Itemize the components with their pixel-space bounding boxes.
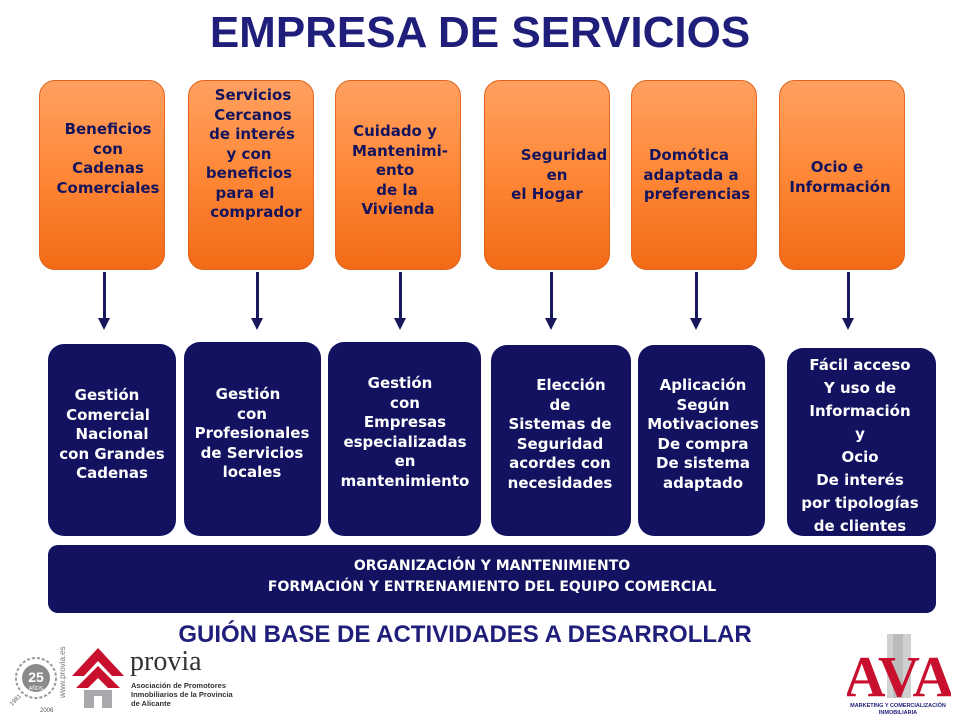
arrow-down xyxy=(394,272,406,330)
page-title: EMPRESA DE SERVICIOS xyxy=(209,8,751,57)
svg-text:AVA: AVA xyxy=(847,644,951,704)
top-box-label-cuidado: Cuidado y Mantenimi- ento de la Vivienda xyxy=(352,122,448,218)
provia-name: provia xyxy=(130,646,202,677)
svg-text:1981: 1981 xyxy=(9,693,23,707)
top-box-servicios xyxy=(188,80,314,270)
top-box-label-domotica: Domótica adaptada a preferencias xyxy=(643,146,751,203)
banner-line-organizacion: ORGANIZACIÓN Y MANTENIMIENTO xyxy=(353,558,631,574)
top-box-ocio xyxy=(779,80,905,270)
bottom-box-facil-acceso xyxy=(787,348,936,536)
svg-text:AÑOS: AÑOS xyxy=(29,685,44,692)
top-box-beneficios xyxy=(39,80,165,270)
arrow-down xyxy=(842,272,854,330)
ava-caption: MARKETING Y COMERCIALIZACIÓN INMOBILIARI… xyxy=(850,703,946,716)
bottom-box-label-aplicacion: Aplicación Según Motivaciones De compra … xyxy=(647,376,759,492)
bottom-box-label-gestion-profesionales: Gestión con Profesionales de Servicios l… xyxy=(194,385,310,482)
top-box-label-seguridad: Seguridad en el Hogar xyxy=(511,146,608,203)
top-box-cuidado xyxy=(335,80,461,270)
bottom-box-gestion-comercial xyxy=(48,344,176,536)
bottom-box-gestion-profesionales xyxy=(184,342,321,536)
arrow-down xyxy=(690,272,702,330)
bottom-banner: ORGANIZACIÓN Y MANTENIMIENTO FORMACIÓN Y… xyxy=(48,545,936,613)
subtitle: GUIÓN BASE DE ACTIVIDADES A DESARROLLAR xyxy=(178,621,752,648)
provia-logo: 25 AÑOS 1981 2006 www.provia.es provia A… xyxy=(0,640,240,720)
bottom-box-label-gestion-comercial: Gestión Comercial Nacional con Grandes C… xyxy=(59,386,165,483)
arrow-down xyxy=(251,272,263,330)
top-box-label-ocio: Ocio e Información xyxy=(789,158,891,196)
bottom-box-eleccion-sistemas xyxy=(491,345,631,536)
bottom-box-aplicacion xyxy=(638,345,765,536)
provia-website: www.provia.es xyxy=(58,646,67,698)
anniversary-seal-icon: 25 AÑOS 1981 2006 xyxy=(9,657,57,714)
banner-line-formacion: FORMACIÓN Y ENTRENAMIENTO DEL EQUIPO COM… xyxy=(267,579,717,595)
top-box-domotica xyxy=(631,80,757,270)
provia-house-icon xyxy=(72,648,124,708)
ava-mark-icon: AVA xyxy=(847,634,951,704)
top-box-label-servicios: Servicios Cercanos de interés y con bene… xyxy=(205,86,302,221)
bottom-box-label-eleccion-sistemas: Elección de Sistemas de Seguridad acorde… xyxy=(507,376,613,492)
arrow-down xyxy=(98,272,110,330)
bottom-box-label-gestion-empresas: Gestión con Empresas especializadas en m… xyxy=(340,374,470,490)
bottom-box-gestion-empresas xyxy=(328,342,481,536)
arrow-down xyxy=(545,272,557,330)
top-box-seguridad xyxy=(484,80,610,270)
svg-text:2006: 2006 xyxy=(40,708,54,714)
svg-text:25: 25 xyxy=(28,669,44,685)
provia-description: Asociación de Promotores Inmobiliarios d… xyxy=(131,681,233,708)
ava-logo: AVA MARKETING Y COMERCIALIZACIÓN INMOBIL… xyxy=(845,630,955,720)
bottom-box-label-facil-acceso: Fácil acceso Y uso de Información y Ocio… xyxy=(801,356,919,535)
